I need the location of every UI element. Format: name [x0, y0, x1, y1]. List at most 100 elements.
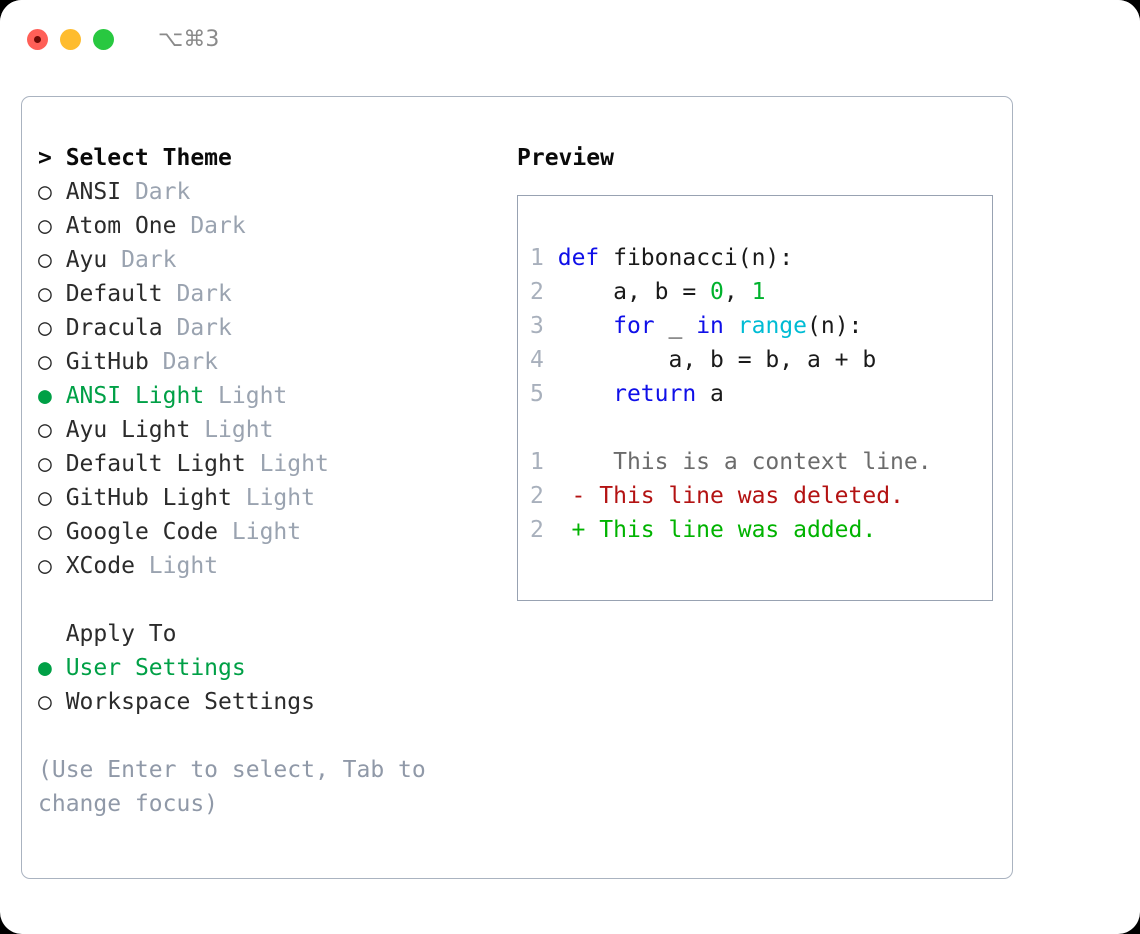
maximize-button[interactable] — [93, 28, 114, 50]
theme-option-github-light[interactable]: ○ GitHub Light Light — [38, 481, 508, 515]
diff-line-number: 2 — [530, 517, 544, 543]
traffic-lights — [27, 28, 114, 50]
code-token-plain — [544, 313, 613, 339]
radio-unselected-icon: ○ — [38, 247, 52, 273]
radio-unselected-icon: ○ — [38, 689, 52, 715]
theme-option-atom-one[interactable]: ○ Atom One Dark — [38, 209, 508, 243]
code-line: 1 def fibonacci(n): — [530, 241, 992, 275]
theme-option-google-code[interactable]: ○ Google Code Light — [38, 515, 508, 549]
code-diff-gap — [530, 411, 992, 445]
code-line-number: 5 — [530, 381, 544, 407]
theme-option-label: ANSI Light — [51, 383, 205, 409]
theme-option-label: ANSI — [51, 179, 122, 205]
title-bar: ⌥⌘3 — [0, 0, 1140, 78]
code-line: 3 for _ in range(n): — [530, 309, 992, 343]
theme-selection-column: > Select Theme ○ ANSI Dark○ Atom One Dar… — [22, 141, 508, 821]
theme-option-variant: Dark — [148, 349, 219, 375]
radio-unselected-icon: ○ — [38, 281, 52, 307]
theme-option-ansi-light[interactable]: ● ANSI Light Light — [38, 379, 508, 413]
theme-option-variant: Light — [245, 451, 329, 477]
apply-to-option-workspace-settings[interactable]: ○ Workspace Settings — [38, 685, 508, 719]
code-token-plain — [544, 245, 558, 271]
theme-option-label: Default Light — [51, 451, 246, 477]
theme-option-label: Ayu — [51, 247, 108, 273]
list-spacer — [38, 583, 508, 617]
keyboard-shortcut-label: ⌥⌘3 — [158, 26, 220, 52]
theme-option-variant: Light — [134, 553, 219, 579]
theme-option-ayu[interactable]: ○ Ayu Dark — [38, 243, 508, 277]
code-token-plain: , — [723, 279, 752, 305]
code-token-plain: _ — [654, 313, 697, 339]
code-line-number: 3 — [530, 313, 544, 339]
close-button[interactable] — [27, 28, 48, 50]
radio-unselected-icon: ○ — [38, 417, 52, 443]
radio-unselected-icon: ○ — [38, 213, 52, 239]
radio-selected-icon: ● — [38, 655, 52, 681]
theme-option-variant: Light — [204, 383, 288, 409]
theme-option-ansi[interactable]: ○ ANSI Dark — [38, 175, 508, 209]
theme-option-xcode[interactable]: ○ XCode Light — [38, 549, 508, 583]
code-line: 2 a, b = 0, 1 — [530, 275, 992, 309]
theme-option-default-light[interactable]: ○ Default Light Light — [38, 447, 508, 481]
diff-line-add: 2 + This line was added. — [530, 513, 992, 547]
code-token-kw: for — [613, 313, 655, 339]
code-token-kw: def — [557, 245, 600, 271]
radio-unselected-icon: ○ — [38, 315, 52, 341]
theme-option-dracula[interactable]: ○ Dracula Dark — [38, 311, 508, 345]
diff-line-del: 2 - This line was deleted. — [530, 479, 992, 513]
theme-option-label: Default — [51, 281, 163, 307]
theme-option-ayu-light[interactable]: ○ Ayu Light Light — [38, 413, 508, 447]
radio-unselected-icon: ○ — [38, 349, 52, 375]
code-token-kw: return — [613, 381, 697, 407]
code-token-plain — [544, 381, 613, 407]
apply-to-header: Apply To — [38, 621, 177, 647]
radio-unselected-icon: ○ — [38, 485, 52, 511]
preview-header: Preview — [517, 145, 614, 171]
radio-selected-icon: ● — [38, 383, 52, 409]
theme-option-label: Atom One — [51, 213, 177, 239]
theme-option-label: Dracula — [51, 315, 163, 341]
code-line-number: 1 — [530, 245, 544, 271]
theme-option-variant: Dark — [162, 281, 232, 307]
card-columns: > Select Theme ○ ANSI Dark○ Atom One Dar… — [22, 97, 1012, 821]
radio-unselected-icon: ○ — [38, 451, 52, 477]
code-line-number: 2 — [530, 279, 544, 305]
theme-option-variant: Dark — [176, 213, 246, 239]
apply-to-option-user-settings[interactable]: ● User Settings — [38, 651, 508, 685]
theme-option-github[interactable]: ○ GitHub Dark — [38, 345, 508, 379]
code-token-plain — [724, 313, 738, 339]
theme-option-variant: Dark — [107, 247, 177, 273]
apply-to-option-label: Workspace Settings — [51, 689, 315, 715]
code-line: 5 return a — [530, 377, 992, 411]
code-token-plain: fibonacci(n): — [599, 245, 794, 271]
code-line: 4 a, b = b, a + b — [530, 343, 992, 377]
select-theme-header: > Select Theme — [38, 145, 232, 171]
keyboard-hint: (Use Enter to select, Tab to change focu… — [38, 757, 426, 817]
theme-option-variant: Dark — [121, 179, 191, 205]
code-token-fn: range — [737, 313, 808, 339]
radio-unselected-icon: ○ — [38, 553, 52, 579]
theme-option-variant: Light — [218, 519, 302, 545]
radio-unselected-icon: ○ — [38, 179, 52, 205]
theme-option-label: Google Code — [51, 519, 219, 545]
diff-line-text: - This line was deleted. — [543, 483, 904, 509]
code-token-plain: a — [696, 381, 724, 407]
diff-line-ctx: 1 This is a context line. — [530, 445, 992, 479]
theme-option-label: GitHub — [51, 349, 149, 375]
code-token-plain: a, b = b, a + b — [543, 347, 877, 373]
theme-option-default[interactable]: ○ Default Dark — [38, 277, 508, 311]
theme-option-label: Ayu Light — [51, 417, 191, 443]
theme-option-variant: Light — [190, 417, 274, 443]
code-token-num: 1 — [751, 279, 766, 305]
close-dot-icon — [34, 35, 41, 43]
apply-to-list: ● User Settings○ Workspace Settings — [38, 651, 508, 719]
theme-picker-card: > Select Theme ○ ANSI Dark○ Atom One Dar… — [21, 96, 1013, 879]
minimize-button[interactable] — [60, 28, 81, 50]
diff-line-text: + This line was added. — [543, 517, 877, 543]
diff-line-number: 1 — [530, 449, 544, 475]
code-token-num: 0 — [710, 279, 724, 305]
theme-option-label: GitHub Light — [51, 485, 232, 511]
